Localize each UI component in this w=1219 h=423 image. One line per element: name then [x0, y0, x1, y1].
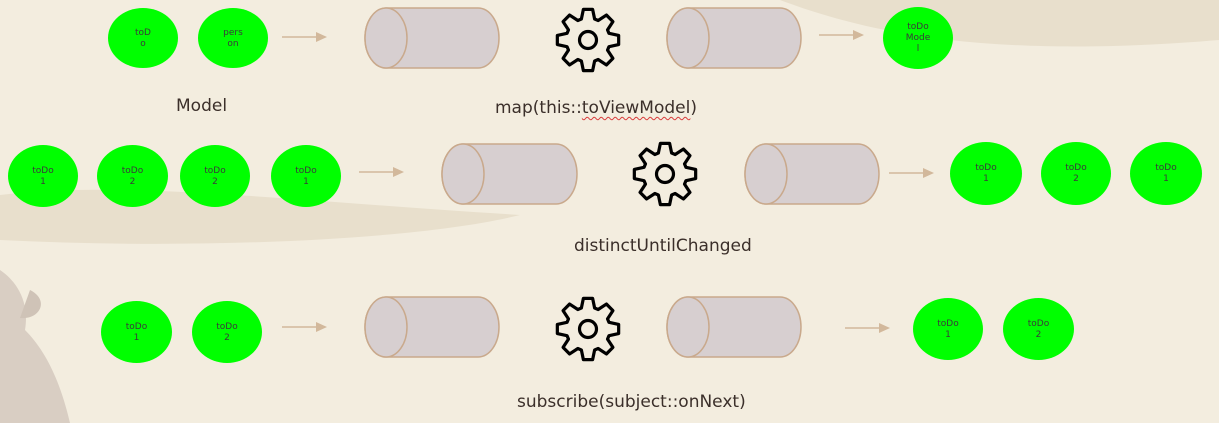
arrow-right-icon — [845, 323, 890, 333]
operator-caption: distinctUntilChanged — [574, 236, 752, 256]
arrow-right-icon — [359, 167, 404, 177]
cylinder-pipe-icon — [666, 296, 802, 358]
spellcheck-flagged-word: toViewModel — [581, 98, 691, 118]
gear-icon — [555, 7, 621, 73]
input-node: toDo 1 — [8, 145, 78, 207]
output-node: toDo Mode l — [883, 7, 953, 69]
output-node: toDo 1 — [913, 298, 983, 360]
input-node: toD o — [108, 8, 178, 68]
input-node: toDo 1 — [271, 145, 341, 207]
input-node: toDo 2 — [192, 301, 262, 363]
operator-caption: map(this::toViewModel) — [495, 98, 697, 118]
output-node: toDo 1 — [950, 142, 1022, 205]
arrow-right-icon — [889, 168, 934, 178]
arrow-right-icon — [282, 322, 327, 332]
input-node: toDo 2 — [97, 145, 168, 207]
operator-caption: subscribe(subject::onNext) — [517, 392, 746, 412]
input-node: toDo 1 — [101, 301, 172, 363]
cylinder-pipe-icon — [364, 296, 500, 358]
gear-icon — [555, 296, 621, 362]
output-node: toDo 1 — [1130, 142, 1202, 205]
output-node: toDo 2 — [1003, 298, 1074, 360]
gear-icon — [632, 141, 698, 207]
input-caption: Model — [176, 96, 228, 116]
cylinder-pipe-icon — [364, 7, 500, 69]
arrow-right-icon — [819, 30, 864, 40]
input-node: toDo 2 — [180, 145, 250, 207]
output-node: toDo 2 — [1041, 142, 1111, 205]
operator-prefix: map(this:: — [495, 98, 582, 118]
operator-suffix: ) — [690, 98, 697, 118]
cylinder-pipe-icon — [744, 143, 880, 205]
cylinder-pipe-icon — [441, 143, 578, 205]
cylinder-pipe-icon — [666, 7, 802, 69]
input-node: pers on — [198, 8, 268, 68]
arrow-right-icon — [282, 32, 327, 42]
